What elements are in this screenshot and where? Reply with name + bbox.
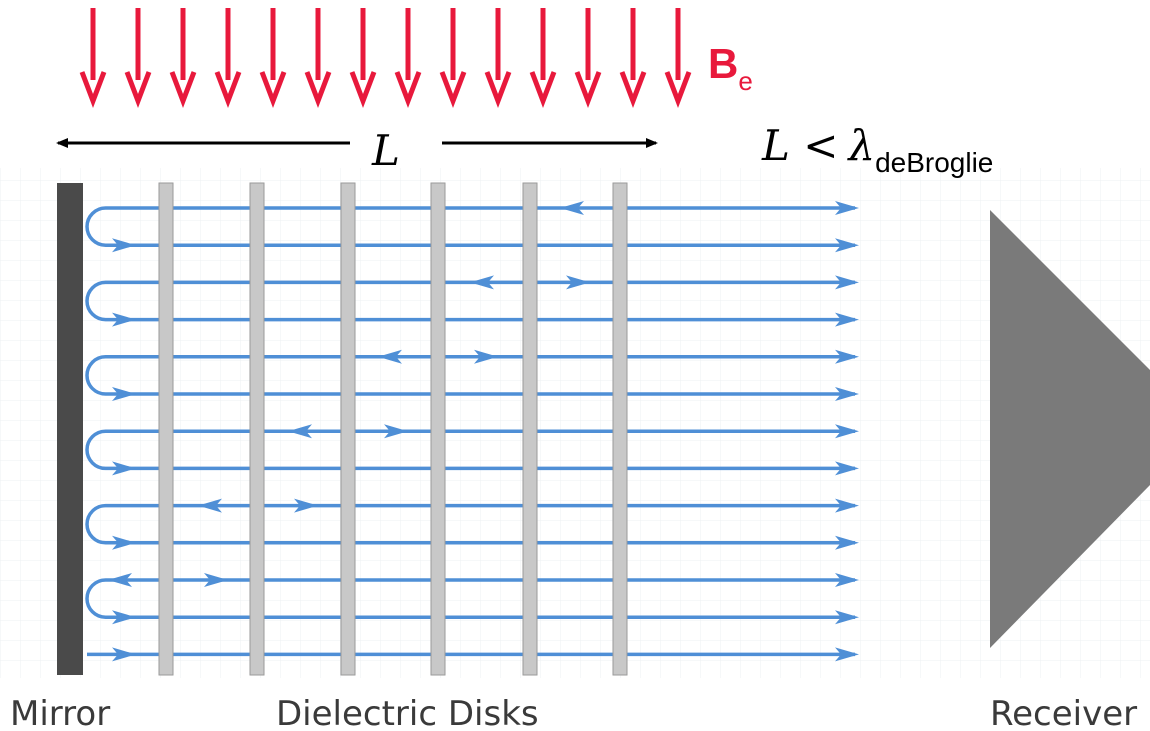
- field-arrow: [349, 8, 377, 109]
- field-label: Be: [708, 40, 753, 96]
- field-arrow: [619, 8, 647, 109]
- beam-arrowhead: [112, 387, 136, 401]
- beam-arrowhead: [835, 535, 859, 550]
- beam-arrowhead: [112, 535, 136, 550]
- field-arrow: [259, 8, 287, 109]
- field-arrow: [124, 8, 152, 109]
- beam-arrowhead: [835, 610, 859, 625]
- lambda-subscript: deBroglie: [875, 147, 993, 178]
- beam-arrowhead: [560, 201, 584, 215]
- beam-arrowhead: [384, 424, 408, 439]
- beam-arrowhead: [288, 424, 312, 439]
- dielectric-disk: [522, 182, 538, 676]
- dielectric-disk: [340, 182, 356, 676]
- beam-arrowhead: [112, 647, 136, 662]
- length-label: L: [371, 126, 400, 175]
- mirror-label: Mirror: [10, 694, 110, 731]
- beam-loop: [85, 503, 855, 545]
- field-arrow: [529, 8, 557, 109]
- receiver: [990, 210, 1150, 648]
- beam-arrowhead: [112, 312, 136, 327]
- beam-arrowhead: [835, 461, 859, 476]
- beam-arrowhead: [204, 573, 228, 587]
- beam-arrowhead: [112, 610, 136, 625]
- mirror: [57, 183, 83, 675]
- field-arrow: [394, 8, 422, 109]
- beam-arrowhead: [835, 312, 859, 327]
- beam-arrowhead: [112, 461, 136, 476]
- beam-arrowhead: [835, 275, 859, 290]
- field-arrow: [664, 8, 692, 109]
- field-arrow: [304, 8, 332, 109]
- disks-label: Dielectric Disks: [276, 694, 539, 731]
- beam-arrowhead: [470, 275, 494, 290]
- beam-arrowhead: [835, 349, 859, 364]
- lambda-symbol: λ: [846, 121, 875, 170]
- field-arrow: [439, 8, 467, 109]
- magnetic-field-arrows: [79, 8, 692, 109]
- dielectric-disk: [158, 182, 174, 676]
- beam-loop: [85, 429, 855, 471]
- field-arrow: [484, 8, 512, 109]
- field-arrow: [214, 8, 242, 109]
- receiver-label: Receiver: [990, 694, 1137, 731]
- field-subscript: e: [738, 66, 752, 96]
- beam-arrowhead: [835, 387, 859, 401]
- length-condition: L <λdeBroglie: [761, 121, 993, 178]
- beam-arrowhead: [566, 275, 590, 290]
- dielectric-disks: [158, 182, 628, 676]
- beam-arrowhead: [835, 238, 859, 253]
- beam-arrowhead: [108, 573, 132, 587]
- field-symbol: B: [708, 40, 738, 87]
- beam-loop: [85, 578, 855, 619]
- beam-arrowhead: [474, 349, 498, 364]
- beam-loop: [85, 206, 855, 247]
- beam-arrowhead: [835, 573, 859, 587]
- grid-background: [0, 168, 1150, 678]
- dielectric-disk: [430, 182, 446, 676]
- beam-arrowhead: [835, 647, 859, 662]
- field-arrow: [574, 8, 602, 109]
- reflection-arrows: [108, 201, 590, 587]
- field-arrow: [79, 8, 107, 109]
- beam-paths: [85, 201, 859, 662]
- dielectric-disk: [612, 182, 628, 676]
- beam-arrowhead: [835, 498, 859, 513]
- beam-arrowhead: [198, 498, 222, 513]
- beam-arrowhead: [112, 238, 136, 253]
- beam-arrowhead: [835, 424, 859, 439]
- beam-arrowhead: [835, 201, 859, 215]
- field-arrow: [169, 8, 197, 109]
- dielectric-disk: [249, 182, 265, 676]
- condition-prefix: L <: [761, 121, 838, 170]
- beam-arrowhead: [294, 498, 318, 513]
- beam-loop: [85, 355, 855, 396]
- beam-loop: [85, 280, 855, 322]
- beam-arrowhead: [378, 349, 402, 364]
